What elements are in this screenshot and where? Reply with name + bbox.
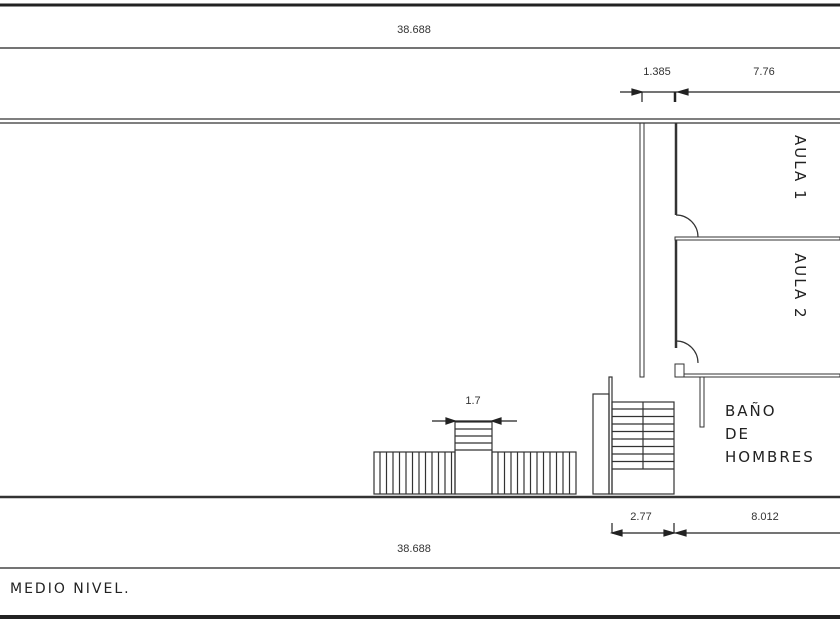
ramp <box>373 421 577 495</box>
drawing-caption: MEDIO NIVEL. <box>10 581 131 597</box>
room-label-bath-1: BAÑO <box>725 401 777 420</box>
dimension-ramp: 1.7 <box>465 395 480 407</box>
dimension-line-top <box>620 88 840 102</box>
room-label-bath-3: HOMBRES <box>725 448 815 466</box>
room-label-bath-2: DE <box>725 425 750 443</box>
room-label-aula-2: AULA 2 <box>791 253 809 320</box>
drawing-frame <box>0 3 840 619</box>
room-label-aula-1: AULA 1 <box>791 135 809 202</box>
dimension-corridor: 1.385 <box>643 66 671 78</box>
door-aula-2 <box>675 340 699 364</box>
dimension-line-bottom <box>609 523 840 537</box>
dimension-bath: 8.012 <box>751 511 779 523</box>
staircase <box>592 376 675 495</box>
dimension-stair: 2.77 <box>630 511 651 523</box>
dimension-line-ramp <box>432 417 517 425</box>
dimension-total-top: 38.688 <box>397 24 431 36</box>
dimension-aula: 7.76 <box>753 66 774 78</box>
door-aula-1 <box>675 214 699 238</box>
walls <box>0 118 840 499</box>
dimension-total-bottom: 38.688 <box>397 543 431 555</box>
